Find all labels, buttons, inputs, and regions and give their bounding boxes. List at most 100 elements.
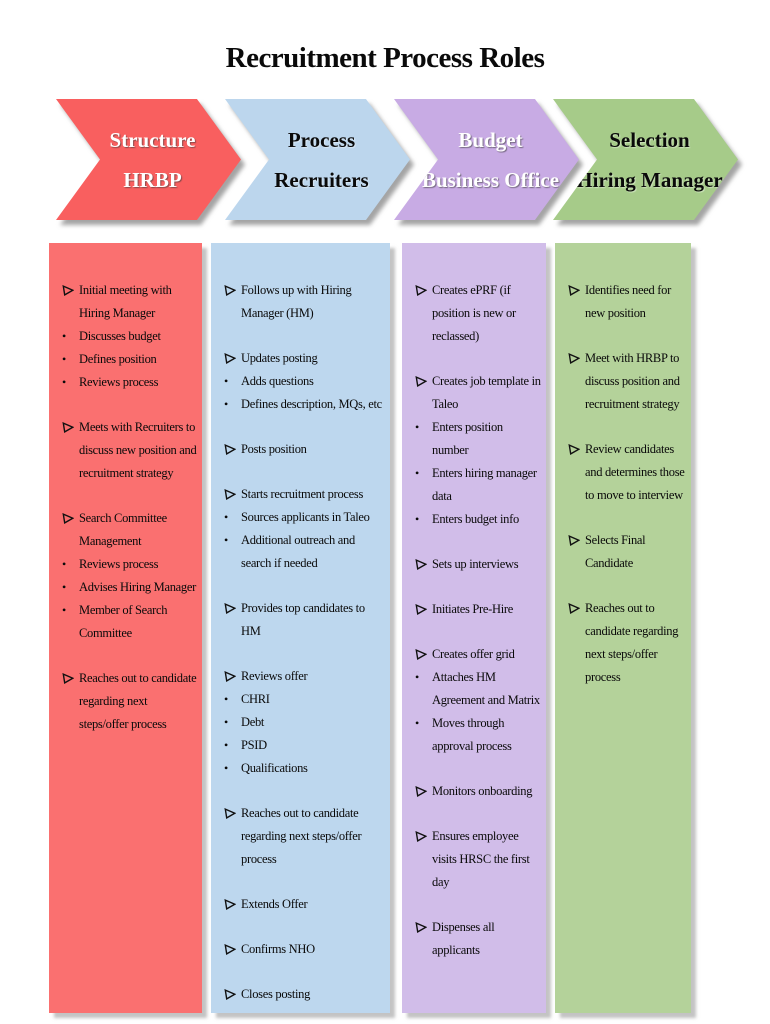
list-item: •Defines description, MQs, etc: [224, 393, 385, 416]
list-item: Extends Offer: [224, 893, 385, 916]
arrowhead-bullet-icon: [224, 597, 241, 614]
list-item-text: Attaches HM Agreement and Matrix: [432, 670, 540, 707]
arrowhead-bullet-icon: [224, 279, 241, 296]
list-item: Meets with Recruiters to discuss new pos…: [62, 416, 197, 485]
list-item: Monitors onboarding: [415, 780, 541, 803]
list-item: Posts position: [224, 438, 385, 461]
arrowhead-bullet-icon: [224, 983, 241, 1000]
dot-bullet-icon: •: [415, 466, 419, 480]
arrowhead-bullet-icon: [62, 416, 79, 433]
arrowhead-bullet-icon: [415, 553, 432, 570]
chevron-shape: Budget Business Office: [394, 99, 579, 220]
list-item-text: Search Committee Management: [79, 511, 167, 548]
list-item-text: Additional outreach and search if needed: [241, 533, 355, 570]
dot-bullet-icon: •: [62, 557, 66, 571]
arrowhead-bullet-icon: [224, 893, 241, 910]
list-item: • Sources applicants in Taleo: [224, 506, 385, 529]
dot-bullet-icon: •: [224, 738, 228, 752]
arrow-role-label: Recruiters: [274, 167, 369, 192]
chevron-shape: Process Recruiters: [225, 99, 410, 220]
list-item-text: Reaches out to candidate regarding next …: [585, 601, 679, 684]
list-item-text: Follows up with Hiring Manager (HM): [241, 283, 352, 320]
list-item-text: Enters budget info: [432, 512, 519, 526]
list-item: • PSID: [224, 734, 385, 757]
arrow-stage-label: Process: [287, 127, 356, 152]
list-item: Follows up with Hiring Manager (HM): [224, 279, 385, 325]
list-item-text: Ensures employee visits HRSC the first d…: [432, 829, 530, 889]
list-item-text: Closes posting: [241, 987, 311, 1001]
page-title: Recruitment Process Roles: [225, 42, 545, 74]
list-item: Provides top candidates to HM: [224, 597, 385, 643]
list-item-text: Creates job template in Taleo: [432, 374, 541, 411]
list-item: Initial meeting with Hiring Manager: [62, 279, 197, 325]
list-item-text: Enters hiring manager data: [432, 466, 537, 503]
list-item-text: Enters position number: [432, 420, 503, 457]
dot-bullet-icon: •: [62, 580, 66, 594]
list-item-text: Qualifications: [241, 761, 308, 775]
list-item-text: Selects Final Candidate: [585, 533, 646, 570]
list-item-text: Initiates Pre-Hire: [432, 602, 514, 616]
dot-bullet-icon: •: [224, 510, 228, 524]
dot-bullet-icon: •: [224, 692, 228, 706]
list-item: Initiates Pre-Hire: [415, 598, 541, 621]
dot-bullet-icon: •: [415, 512, 419, 526]
task-list: Follows up with Hiring Manager (HM)Updat…: [224, 279, 385, 1006]
list-item-text: Extends Offer: [241, 897, 308, 911]
arrowhead-bullet-icon: [415, 825, 432, 842]
panel-recruiters-tasks: Follows up with Hiring Manager (HM)Updat…: [211, 243, 390, 1013]
list-item-text: Provides top candidates to HM: [241, 601, 365, 638]
dot-bullet-icon: •: [224, 397, 228, 411]
list-item-text: Creates ePRF (if position is new or recl…: [432, 283, 516, 343]
list-item: Identifies need for new position: [568, 279, 686, 325]
arrowhead-bullet-icon: [62, 667, 79, 684]
list-item: •Defines position: [62, 348, 197, 371]
list-item-text: Meet with HRBP to discuss position and r…: [585, 351, 680, 411]
arrowhead-bullet-icon: [62, 507, 79, 524]
arrowhead-bullet-icon: [224, 938, 241, 955]
list-item: Creates job template in Taleo: [415, 370, 541, 416]
arrow-selection-hiring-manager: Selection Hiring Manager: [553, 99, 738, 220]
list-item: Reaches out to candidate regarding next …: [62, 667, 197, 736]
arrowhead-bullet-icon: [415, 780, 432, 797]
list-item: •Discusses budget: [62, 325, 197, 348]
list-item: Search Committee Management: [62, 507, 197, 553]
arrowhead-bullet-icon: [224, 347, 241, 364]
arrowhead-bullet-icon: [568, 529, 585, 546]
list-item-text: Sources applicants in Taleo: [241, 510, 370, 524]
panel-business-office-tasks: Creates ePRF (if position is new or recl…: [402, 243, 546, 1013]
dot-bullet-icon: •: [415, 420, 419, 434]
dot-bullet-icon: •: [415, 670, 419, 684]
list-item: Starts recruitment process: [224, 483, 385, 506]
list-item-text: Reviews process: [79, 375, 159, 389]
dot-bullet-icon: •: [224, 715, 228, 729]
arrowhead-bullet-icon: [224, 802, 241, 819]
arrow-role-label: Business Office: [421, 167, 560, 192]
list-item-text: Monitors onboarding: [432, 784, 533, 798]
arrowhead-bullet-icon: [224, 438, 241, 455]
list-item-text: Dispenses all applicants: [432, 920, 495, 957]
list-item: Dispenses all applicants: [415, 916, 541, 962]
arrowhead-bullet-icon: [224, 483, 241, 500]
list-item-text: PSID: [241, 738, 267, 752]
arrow-budget-business-office: Budget Business Office: [394, 99, 579, 220]
chevron-shape: Selection Hiring Manager: [553, 99, 738, 220]
arrowhead-bullet-icon: [415, 279, 432, 296]
dot-bullet-icon: •: [224, 533, 228, 547]
arrow-stage-label: Selection: [609, 127, 690, 152]
arrowhead-bullet-icon: [568, 597, 585, 614]
dot-bullet-icon: •: [224, 761, 228, 775]
arrowhead-bullet-icon: [415, 916, 432, 933]
list-item-text: Debt: [241, 715, 265, 729]
arrow-stage-label: Structure: [109, 127, 196, 152]
arrowhead-bullet-icon: [568, 347, 585, 364]
list-item: Reaches out to candidate regarding next …: [568, 597, 686, 689]
list-item: •Advises Hiring Manager: [62, 576, 197, 599]
arrowhead-bullet-icon: [224, 665, 241, 682]
list-item: Ensures employee visits HRSC the first d…: [415, 825, 541, 894]
list-item-text: Reviews process: [79, 557, 159, 571]
arrow-structure-hrbp: Structure HRBP: [56, 99, 241, 220]
chevron-shape: Structure HRBP: [56, 99, 241, 220]
list-item: Reviews offer: [224, 665, 385, 688]
